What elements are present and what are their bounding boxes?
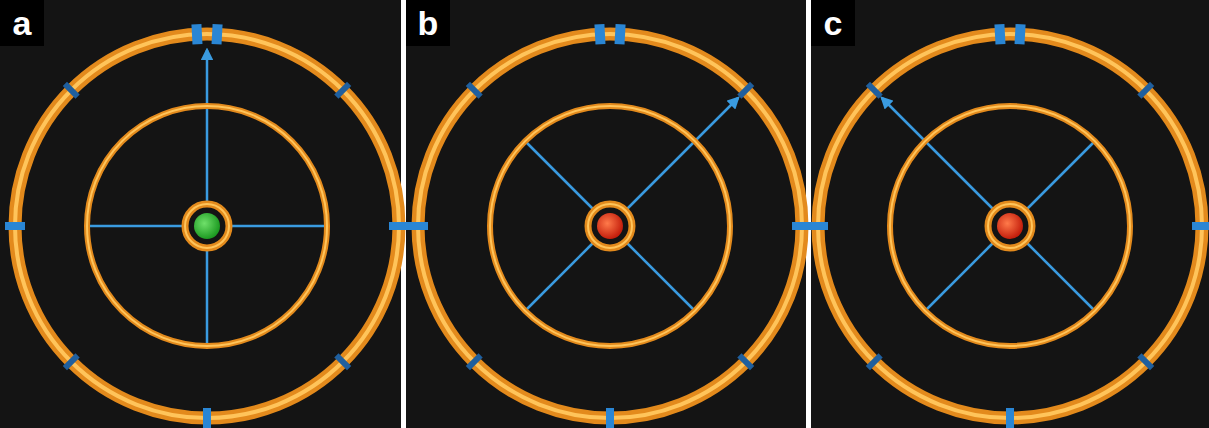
- panel-label: c: [811, 0, 855, 46]
- panel-label: a: [0, 0, 44, 46]
- panel-label: b: [406, 0, 450, 46]
